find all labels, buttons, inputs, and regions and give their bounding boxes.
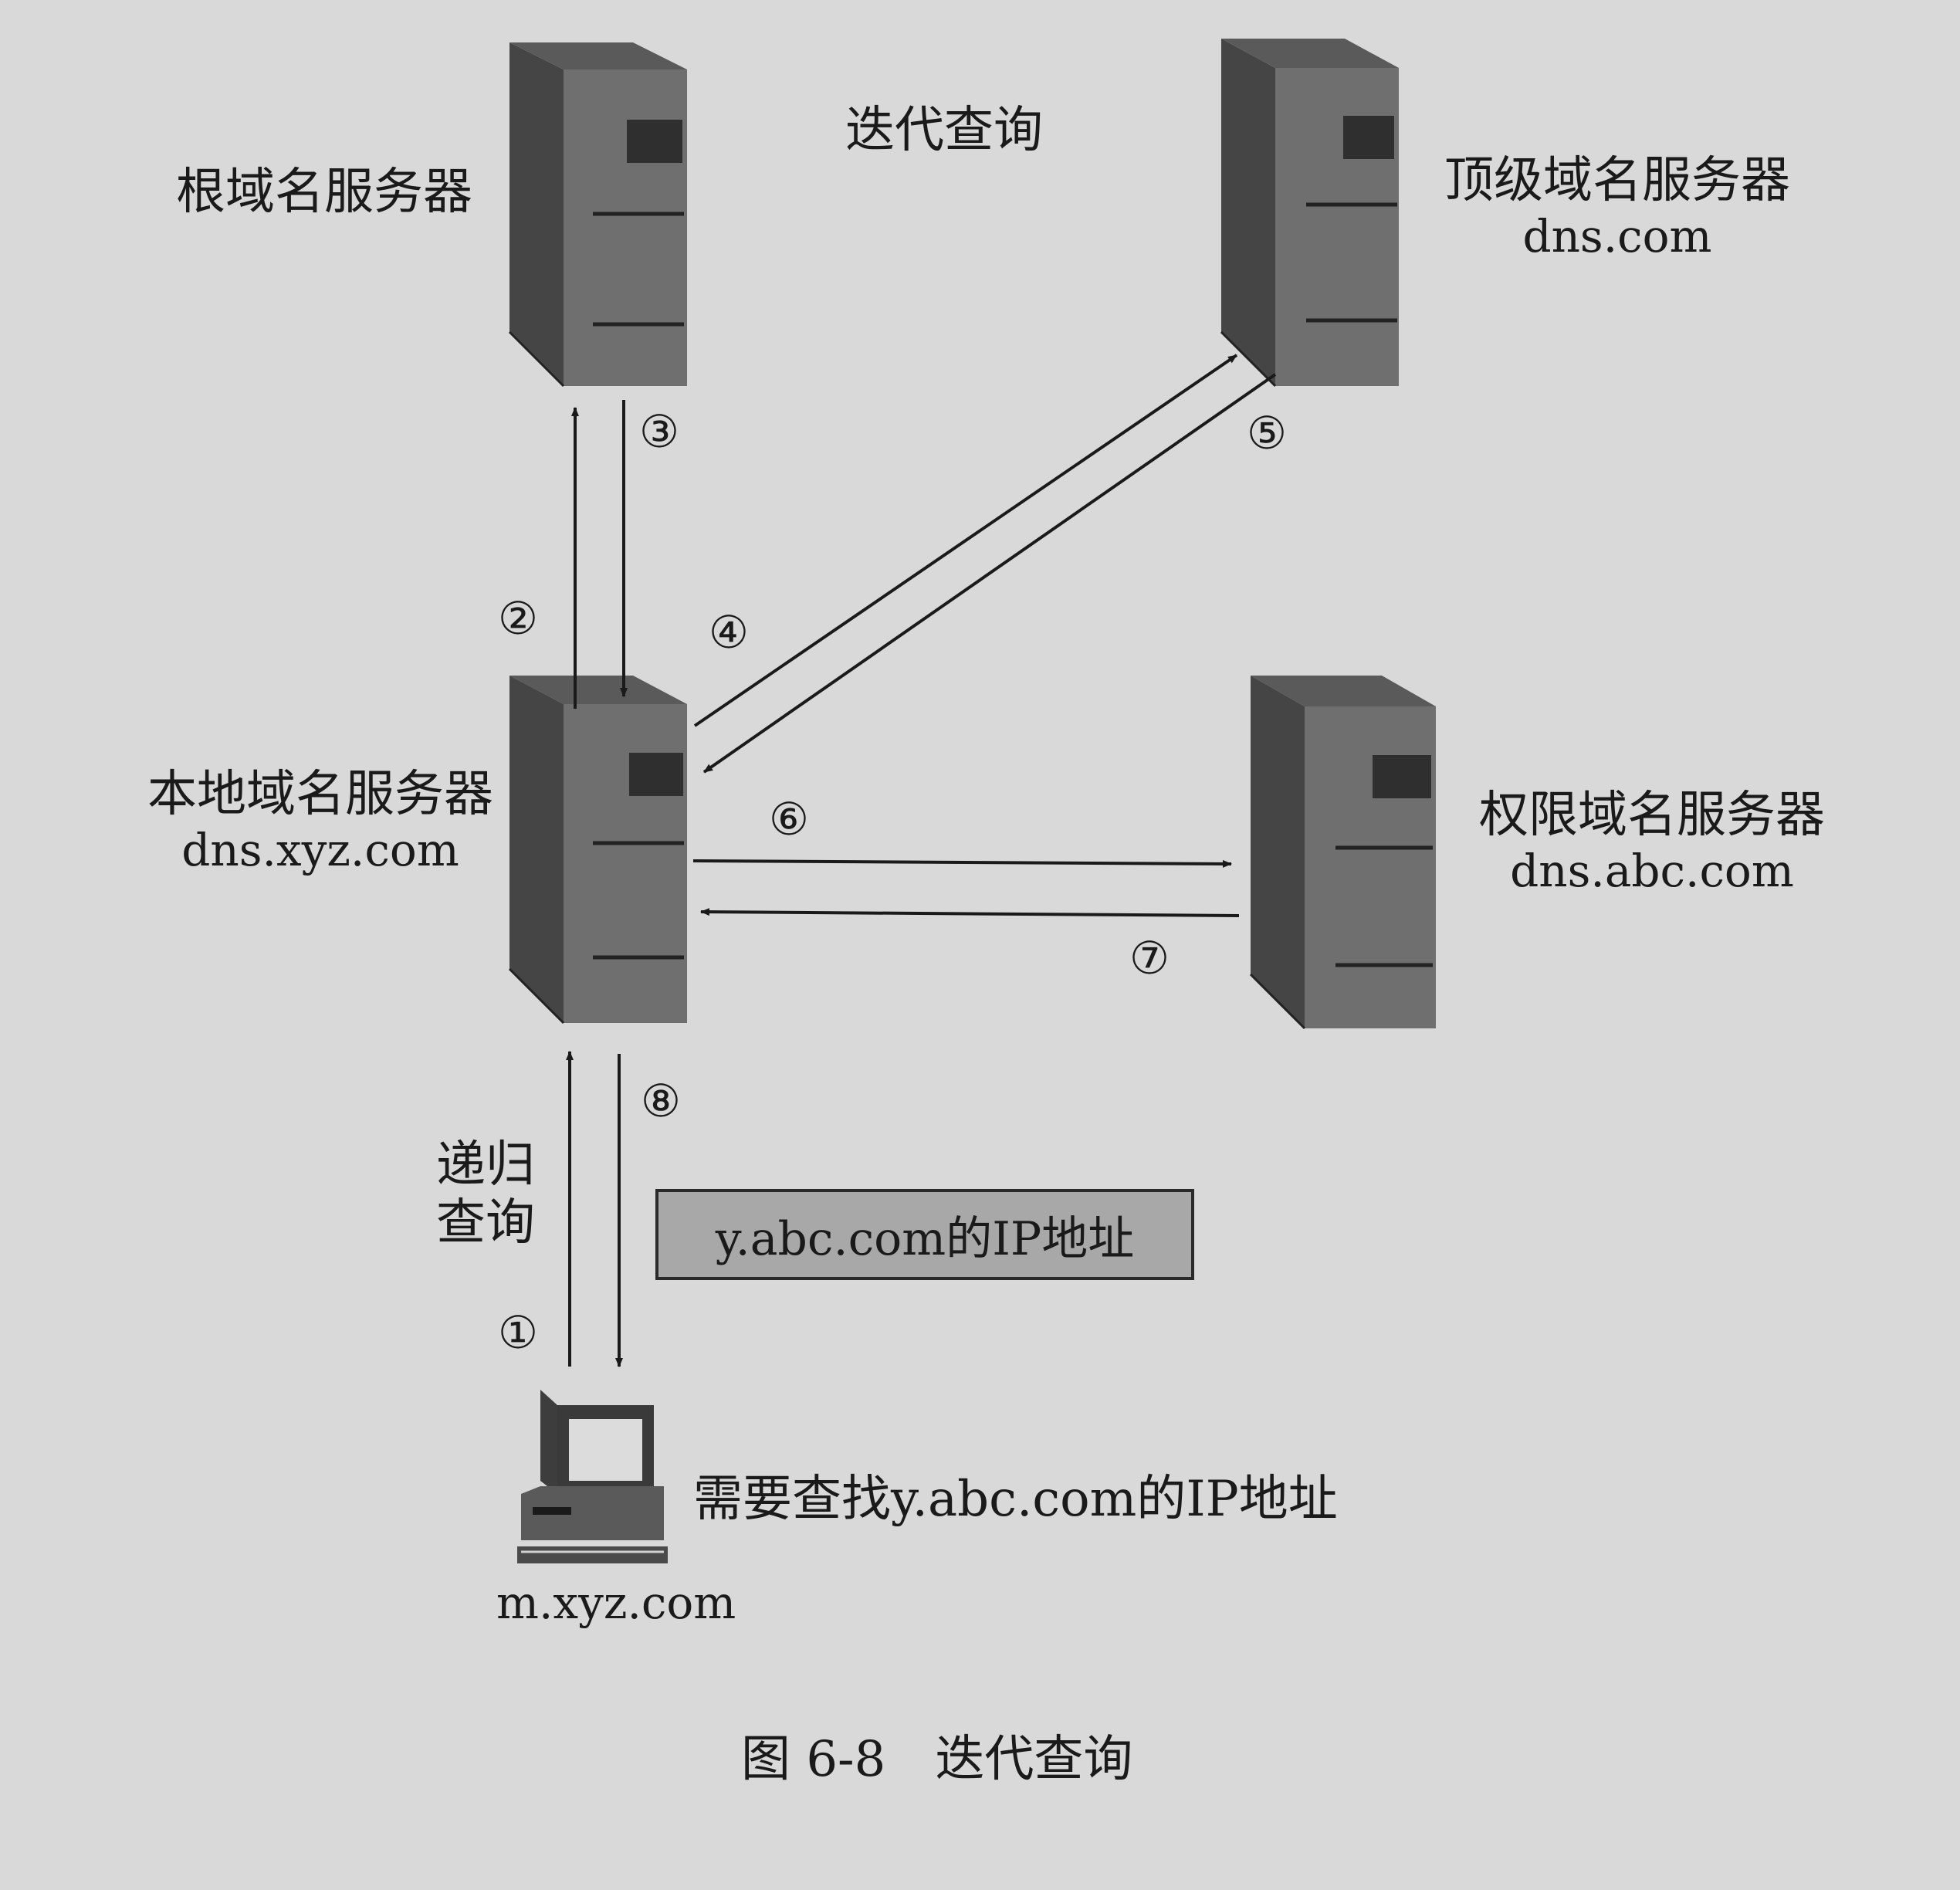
result-box: y.abc.com的IP地址 bbox=[655, 1189, 1194, 1280]
diagram-title: 迭代查询 bbox=[845, 102, 1043, 159]
tld-server-host: dns.com bbox=[1522, 210, 1712, 262]
step-6-label: ⑥ bbox=[769, 793, 809, 845]
tld-server-icon bbox=[1220, 39, 1399, 388]
arrow-step-5 bbox=[702, 373, 1277, 774]
step-2-label: ② bbox=[498, 592, 538, 645]
auth-server-label: 权限域名服务器 bbox=[1479, 787, 1825, 844]
arrow-step-6 bbox=[692, 859, 1232, 868]
step-7-label: ⑦ bbox=[1129, 932, 1170, 984]
client-note: 需要查找y.abc.com的IP地址 bbox=[693, 1471, 1338, 1528]
local-server-host: dns.xyz.com bbox=[181, 824, 459, 876]
step-5-label: ⑤ bbox=[1247, 407, 1287, 459]
local-server-label: 本地域名服务器 bbox=[147, 766, 493, 823]
figure-caption: 图 6-8 迭代查询 bbox=[741, 1731, 1133, 1788]
local-server-icon bbox=[508, 676, 687, 1025]
step-3-label: ③ bbox=[639, 405, 679, 458]
client-computer-icon bbox=[517, 1390, 668, 1563]
arrow-step-4 bbox=[693, 354, 1238, 727]
arrow-step-7 bbox=[700, 908, 1240, 917]
root-server-icon bbox=[508, 42, 687, 388]
step-8-label: ⑧ bbox=[641, 1075, 681, 1127]
recursive-label-line2: 查询 bbox=[436, 1194, 535, 1252]
recursive-label-line1: 递归 bbox=[436, 1136, 535, 1194]
auth-server-host: dns.abc.com bbox=[1510, 845, 1794, 897]
client-host: m.xyz.com bbox=[496, 1577, 736, 1629]
tld-server-label: 顶级域名服务器 bbox=[1444, 152, 1790, 209]
root-server-label: 根域名服务器 bbox=[176, 164, 472, 221]
step-1-label: ① bbox=[498, 1306, 538, 1359]
step-4-label: ④ bbox=[709, 606, 749, 659]
auth-server-icon bbox=[1249, 676, 1436, 1030]
